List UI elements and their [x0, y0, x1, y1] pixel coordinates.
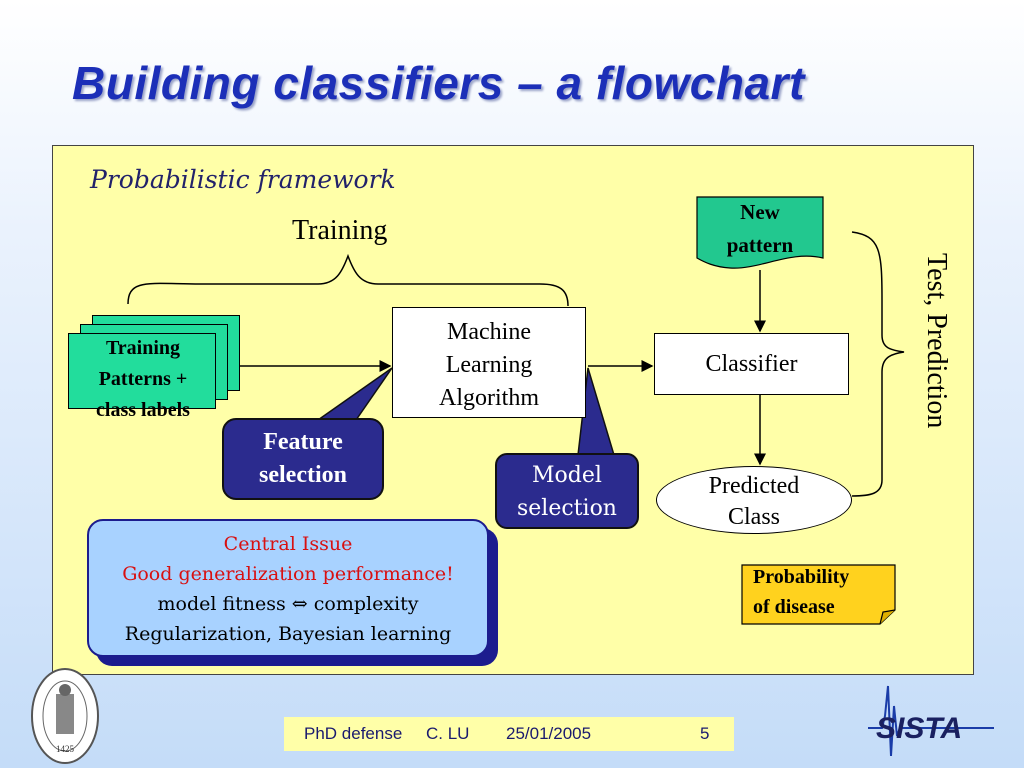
test-prediction-label: Test, Prediction: [921, 253, 952, 429]
feature-callout-pointer: [315, 367, 393, 421]
feature-selection-callout: Feature selection: [222, 418, 384, 500]
central-issue-heading: Central Issue: [223, 533, 353, 555]
central-issue-tradeoff: model fitness ⇔ complexity: [157, 593, 419, 615]
training-brace: [127, 253, 569, 307]
ml-algorithm-node: Machine Learning Algorithm: [392, 307, 586, 418]
footer-author: C. LU: [426, 724, 470, 743]
sista-logo: SISTA: [868, 685, 994, 757]
training-patterns-node: Training Patterns + class labels: [96, 337, 190, 421]
slide-title: Building classifiers – a flowchart: [72, 57, 805, 109]
central-issue-box: Central Issue Good generalization perfor…: [87, 519, 489, 657]
new-pattern-node: New pattern: [726, 200, 794, 257]
university-seal-logo: 1425: [31, 668, 99, 764]
central-issue-methods: Regularization, Bayesian learning: [124, 623, 452, 645]
footer-event: PhD defense: [304, 724, 403, 743]
central-issue-goal: Good generalization performance!: [122, 563, 454, 585]
new-pattern-doc: [696, 196, 824, 269]
svg-text:1425: 1425: [56, 744, 75, 754]
test-brace: [851, 231, 905, 497]
svg-text:SISTA: SISTA: [876, 712, 962, 745]
footer-bar: PhD defense C. LU 25/01/2005 5: [284, 717, 734, 751]
training-label: Training: [292, 215, 388, 246]
framework-label: Probabilistic framework: [90, 165, 396, 194]
predicted-class-node: Predicted Class: [656, 466, 852, 534]
model-selection-callout: Model selection: [495, 453, 639, 529]
probability-of-disease-note: Probability of disease: [753, 566, 850, 618]
footer-page-number: 5: [700, 724, 710, 743]
classifier-node: Classifier: [654, 333, 849, 395]
footer-date: 25/01/2005: [506, 724, 592, 743]
training-doc-front: [68, 333, 216, 409]
